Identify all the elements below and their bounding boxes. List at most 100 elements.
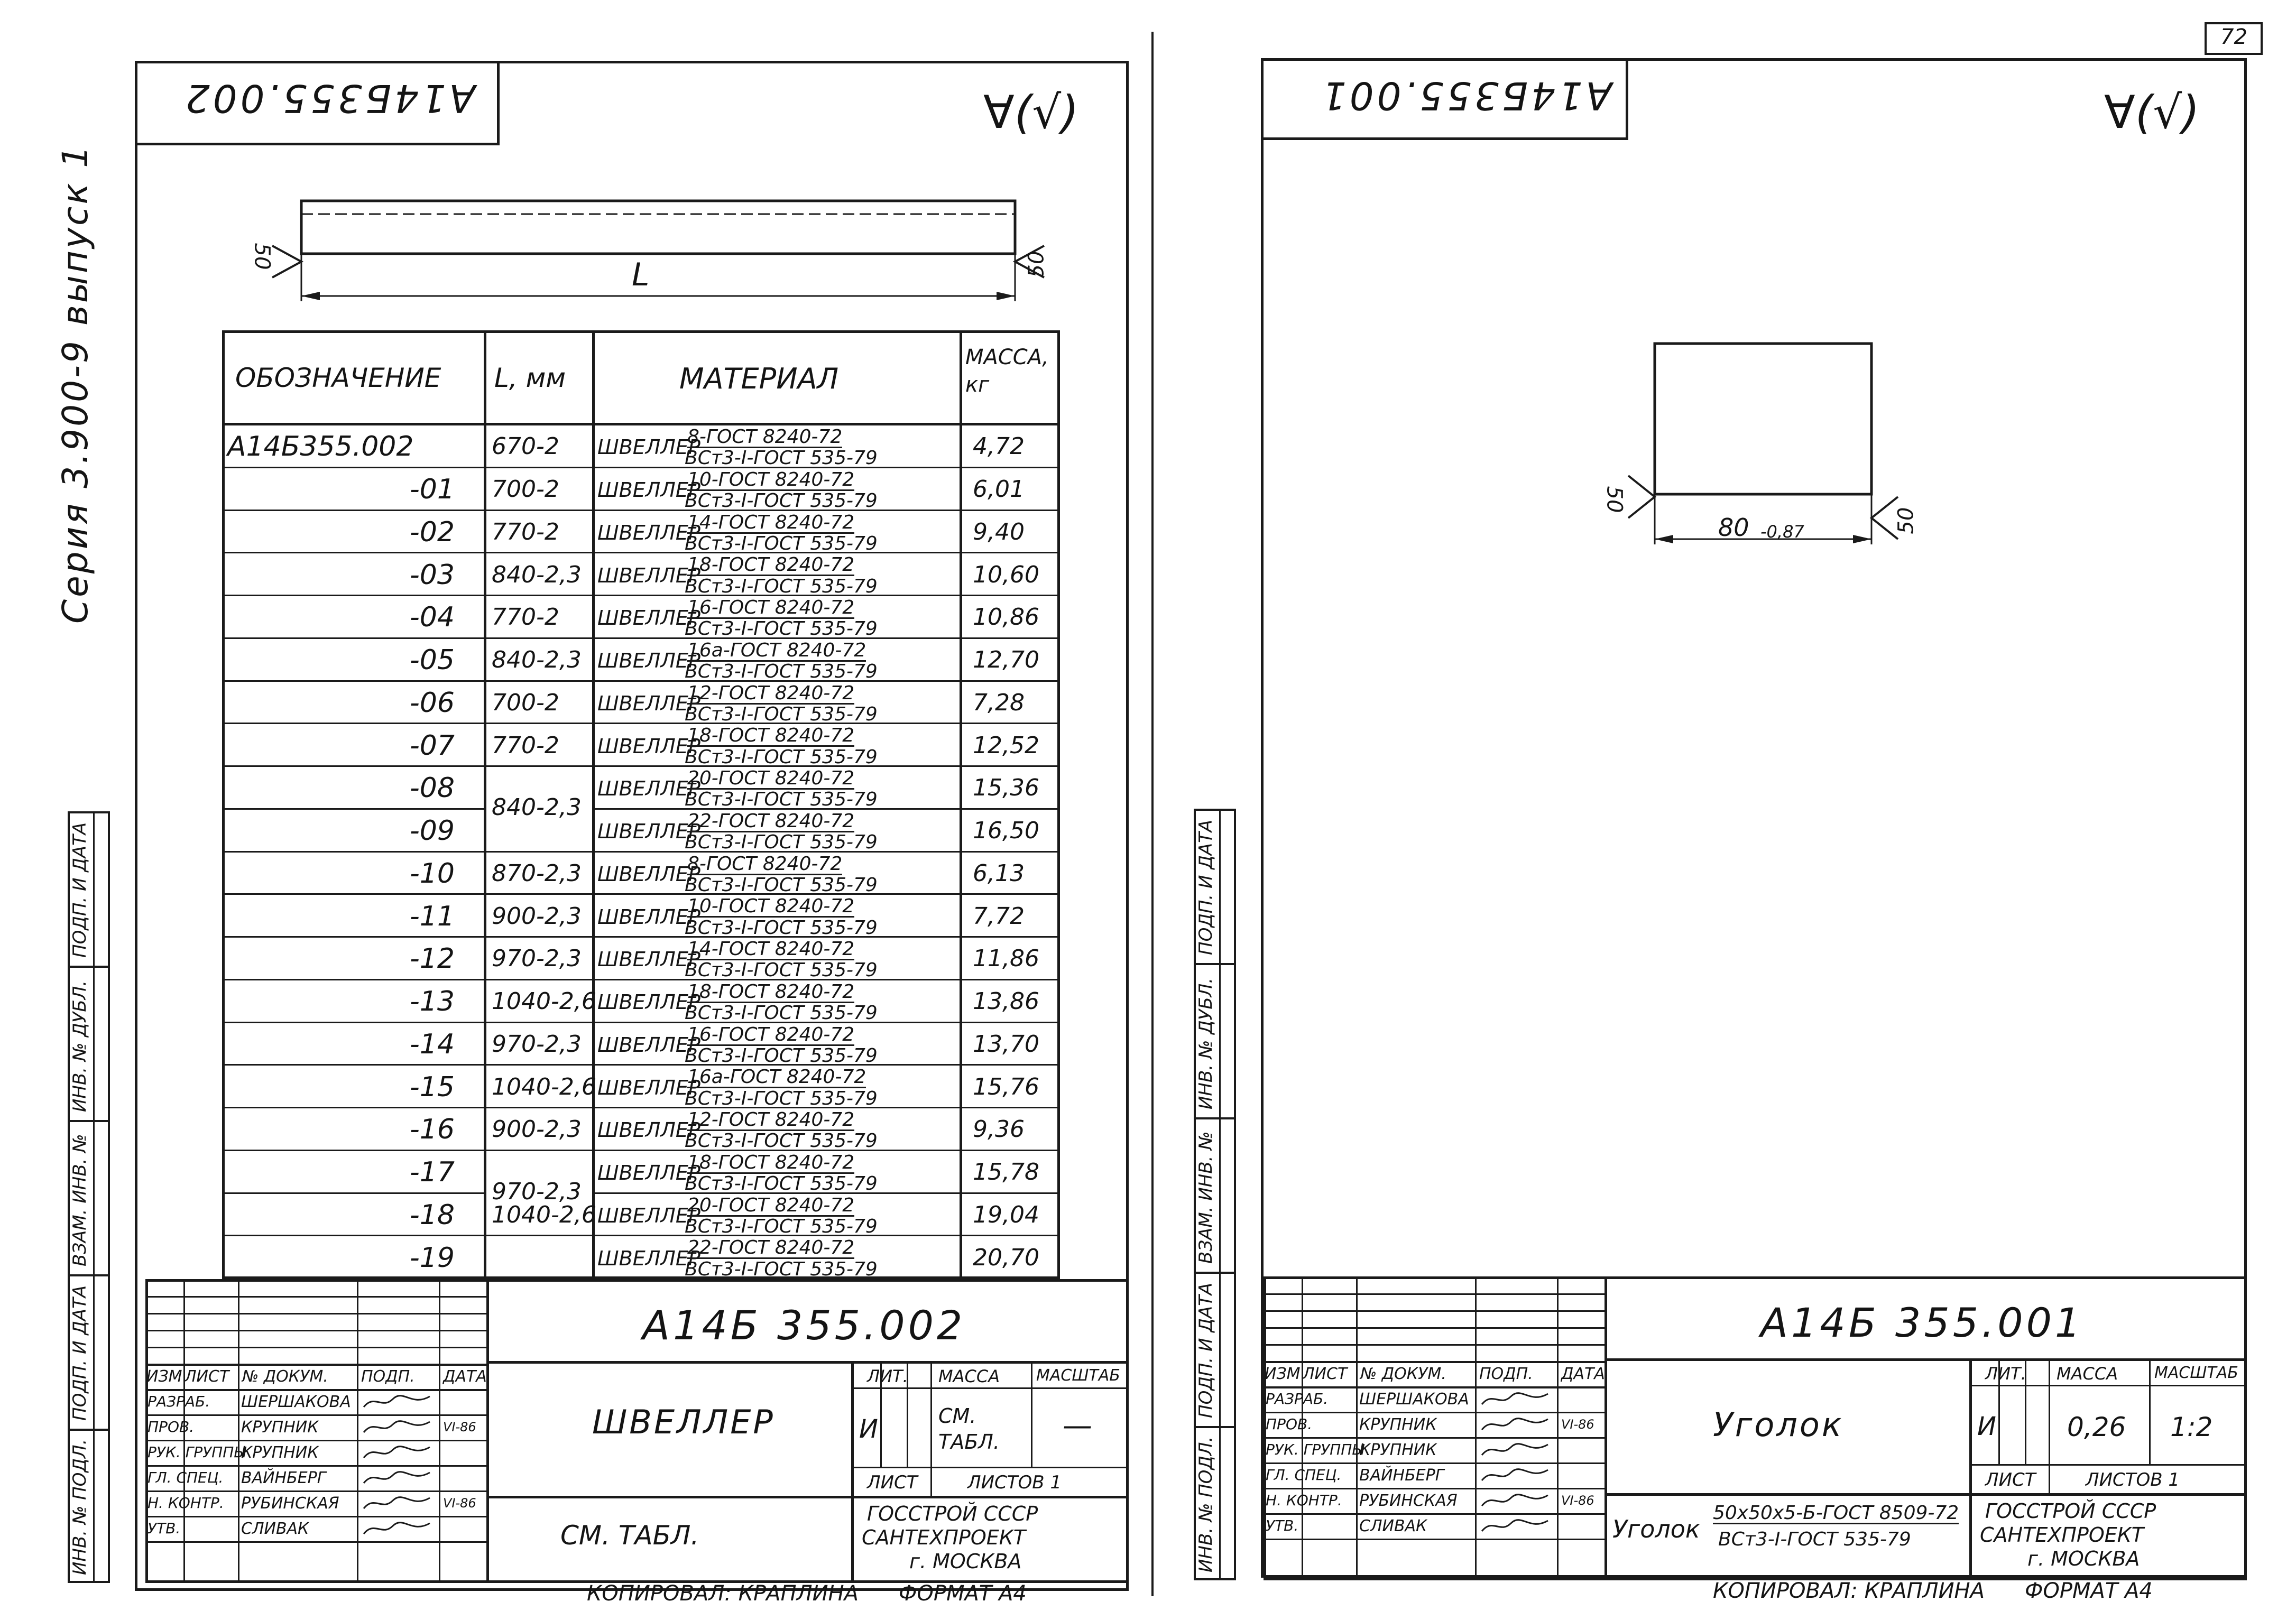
grid-line <box>1264 1386 1605 1388</box>
role-date: VI-86 <box>443 1496 476 1511</box>
cell-designation: -05 <box>410 644 455 677</box>
signature-scribble <box>363 1522 430 1534</box>
grid-line <box>1264 1276 1605 1278</box>
cell-mass: 7,72 <box>973 902 1025 930</box>
role-name: РУБИНСКАЯ <box>1359 1492 1458 1510</box>
tb-line <box>1031 1361 1032 1467</box>
cell-material-name: ШВЕЛЛЕР <box>597 948 700 971</box>
cell-mass: 13,86 <box>973 988 1039 1015</box>
grid-line <box>1557 1276 1559 1580</box>
strip-frame <box>68 811 110 1583</box>
strip-label: ПОДП. И ДАТА <box>69 822 90 958</box>
role-name: ВАЙНБЕРГ <box>1359 1466 1444 1485</box>
cell-material-bottom: ВСт3-I-ГОСТ 535-79 <box>685 1258 878 1280</box>
left-org-2: САНТЕХПРОЕКТ <box>862 1526 1026 1549</box>
cell-length: 1040-2,6 <box>492 1201 596 1228</box>
cell-material-name: ШВЕЛЛЕР <box>597 606 700 630</box>
row-divider <box>222 1021 1060 1023</box>
left-mass-label: МАССА <box>938 1366 1000 1386</box>
tb-line <box>1969 1464 2247 1466</box>
role-title: ГЛ. СПЕЦ. <box>147 1469 224 1486</box>
left-org-3: г. МОСКВА <box>909 1550 1022 1573</box>
page-number-box <box>2205 22 2263 55</box>
strip-label: ИНВ. № ДУБЛ. <box>69 980 90 1112</box>
sheet-separator <box>1151 32 1154 1596</box>
cell-material-top: 16а-ГОСТ 8240-72 <box>687 639 866 662</box>
grid-line <box>1264 1539 1605 1540</box>
cell-mass: 15,78 <box>973 1159 1039 1186</box>
roles-header-list: ЛИСТ <box>185 1367 229 1386</box>
cell-mass: 13,70 <box>973 1030 1039 1058</box>
cell-length: 670-2 <box>492 433 559 460</box>
cell-mass: 15,36 <box>973 774 1039 802</box>
grid-line <box>1475 1276 1477 1580</box>
tb-line <box>880 1361 882 1467</box>
grid-line <box>183 1279 185 1583</box>
row-divider <box>592 1192 1060 1194</box>
cell-material-bottom: ВСт3-I-ГОСТ 535-79 <box>685 447 878 469</box>
row-divider <box>222 723 1060 725</box>
cell-designation: -08 <box>410 772 455 804</box>
row-divider <box>222 1064 1060 1066</box>
role-name: ВАЙНБЕРГ <box>241 1469 326 1487</box>
row-divider <box>222 1107 1060 1108</box>
row-divider <box>222 850 1060 853</box>
cell-material-top: 14-ГОСТ 8240-72 <box>687 511 855 534</box>
cell-material-bottom: ВСт3-I-ГОСТ 535-79 <box>685 1130 878 1152</box>
strip-label: ИНВ. № ДУБЛ. <box>1195 977 1216 1109</box>
roles-header-doc: № ДОКУМ. <box>242 1367 328 1386</box>
cell-material-name: ШВЕЛЛЕР <box>597 1246 700 1270</box>
grid-line <box>1264 1488 1605 1489</box>
right-dim-rough-right: 50 <box>1894 507 1919 534</box>
strip-frame <box>1194 809 1236 1580</box>
row-divider <box>222 637 1060 639</box>
right-top-code: А14Б355.001 <box>1319 73 1612 118</box>
cell-material-top: 10-ГОСТ 8240-72 <box>687 895 855 918</box>
spec-col-line <box>484 330 486 1279</box>
role-title: ПРОВ. <box>147 1418 195 1436</box>
tb-line <box>2149 1358 2151 1464</box>
signature-scribble <box>1481 1468 1548 1481</box>
tb-line <box>1998 1358 2000 1464</box>
cell-designation: А14Б355.002 <box>227 431 414 463</box>
cell-material-bottom: ВСт3-I-ГОСТ 535-79 <box>685 575 878 597</box>
tb-line <box>930 1361 932 1496</box>
cell-material-name: ШВЕЛЛЕР <box>597 1203 700 1227</box>
left-sheet-label: ЛИСТ <box>867 1472 918 1493</box>
grid-line <box>145 1414 486 1416</box>
spec-header-material: МАТЕРИАЛ <box>679 362 839 395</box>
right-scale-label: МАСШТАБ <box>2154 1364 2238 1382</box>
right-doc-code: А14Б 355.001 <box>1760 1299 2084 1346</box>
cell-material-name: ШВЕЛЛЕР <box>597 990 700 1014</box>
role-title: РАЗРАБ. <box>1266 1390 1329 1408</box>
cell-length: 900-2,3 <box>492 902 582 930</box>
strip-divider <box>68 1274 110 1276</box>
cell-mass: 12,52 <box>973 732 1039 759</box>
cell-designation: -07 <box>410 729 455 762</box>
tb-line <box>2049 1358 2050 1493</box>
grid-line <box>1264 1344 1605 1346</box>
tb-line <box>851 1387 1129 1389</box>
cell-material-name: ШВЕЛЛЕР <box>597 1118 700 1142</box>
cell-material-top: 18-ГОСТ 8240-72 <box>687 554 855 577</box>
cell-designation: -14 <box>410 1028 455 1060</box>
strip-divider <box>68 1429 110 1431</box>
cell-material-bottom: ВСт3-I-ГОСТ 535-79 <box>685 1173 878 1195</box>
tb-line <box>486 1361 1129 1364</box>
right-mass-value: 0,26 <box>2067 1412 2126 1442</box>
cell-designation: -02 <box>410 516 455 548</box>
left-dim-rough-left: 50 <box>250 243 274 270</box>
cell-designation: -13 <box>410 986 455 1018</box>
row-divider <box>222 978 1060 980</box>
strip-label: ИНВ. № ПОДЛ. <box>1195 1436 1216 1572</box>
cell-material-bottom: ВСт3-I-ГОСТ 535-79 <box>685 831 878 854</box>
cell-length: 700-2 <box>492 476 559 503</box>
cell-material-bottom: ВСт3-I-ГОСТ 535-79 <box>685 789 878 811</box>
grid-line <box>1264 1276 1265 1580</box>
roles-header-sign: ПОДП. <box>1479 1365 1533 1383</box>
